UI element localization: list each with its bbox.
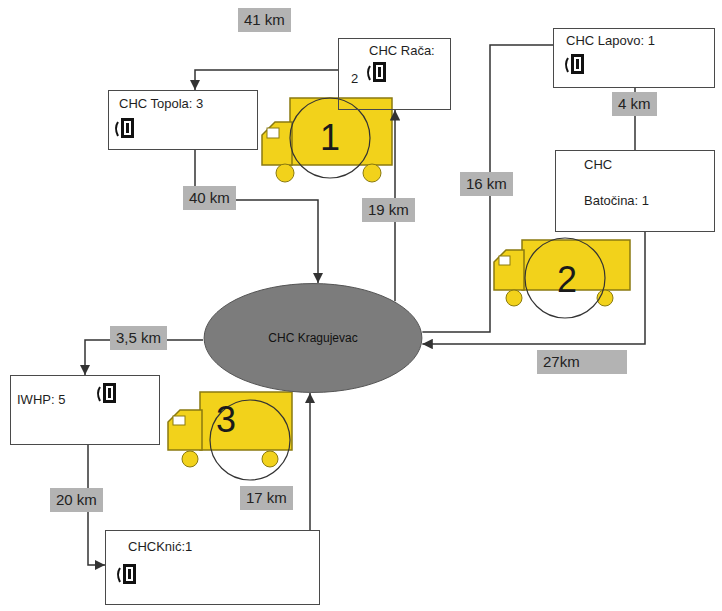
distance-tag: 16 km <box>460 172 513 196</box>
truck-1 <box>262 98 392 182</box>
truck-wheel <box>182 451 198 467</box>
distance-tag: 27km <box>537 350 627 374</box>
distance-tag: 41 km <box>238 8 291 32</box>
callout-number: 3 <box>216 402 236 438</box>
route-line <box>422 232 645 344</box>
truck-wheel <box>363 164 381 182</box>
truck-body <box>290 98 392 165</box>
truck-window <box>173 416 185 425</box>
truck-3 <box>168 392 292 480</box>
site-box: CHCKnić:1 <box>105 530 320 605</box>
site-box: CHC Batočina: 1 <box>555 150 715 232</box>
callout-number: 1 <box>320 120 340 156</box>
bin-icon <box>368 62 386 82</box>
truck-ring <box>290 98 370 178</box>
truck-window <box>267 128 279 138</box>
hub-label: CHC Kragujevac <box>268 331 357 345</box>
distance-tag: 4 km <box>612 92 657 116</box>
distance-tag: 40 km <box>183 186 236 210</box>
bin-icon <box>118 564 136 584</box>
site-box: CHC Rača: 2 <box>338 38 451 110</box>
truck-wheel <box>262 451 278 467</box>
distance-tag: 19 km <box>362 198 415 222</box>
site-label: Batočina: 1 <box>584 193 649 209</box>
site-label: CHC Lapovo: 1 <box>566 33 655 49</box>
truck-ring <box>210 400 290 480</box>
site-label: IWHP: 5 <box>17 392 65 408</box>
truck-cab <box>494 250 524 290</box>
route-line <box>422 45 553 332</box>
truck-cab <box>262 122 292 165</box>
callout-number: 2 <box>557 262 577 298</box>
site-label: 2 <box>351 71 358 87</box>
truck-wheel <box>276 164 294 182</box>
route-line <box>195 70 338 90</box>
site-label: CHC Rača: <box>369 43 435 59</box>
route-line <box>309 393 311 530</box>
distance-tag: 20 km <box>50 488 103 512</box>
bin-icon <box>98 383 116 403</box>
route-line <box>195 150 318 283</box>
site-label: CHC <box>584 157 612 173</box>
distance-tag: 3,5 km <box>110 326 167 350</box>
truck-wheel <box>506 290 522 306</box>
bin-icon <box>566 54 584 74</box>
distance-tag: 17 km <box>240 486 293 510</box>
site-box: CHC Lapovo: 1 <box>553 28 715 88</box>
site-box: IWHP: 5 <box>10 375 160 445</box>
bin-icon <box>116 118 134 138</box>
site-label: CHCKnić:1 <box>128 539 192 555</box>
truck-ring <box>525 238 605 318</box>
truck-window <box>499 256 510 265</box>
truck-2 <box>494 238 630 318</box>
truck-cab <box>168 410 202 450</box>
site-label: CHC Topola: 3 <box>119 96 203 112</box>
site-box: CHC Topola: 3 <box>108 90 258 150</box>
hub-ellipse: CHC Kragujevac <box>203 283 423 393</box>
